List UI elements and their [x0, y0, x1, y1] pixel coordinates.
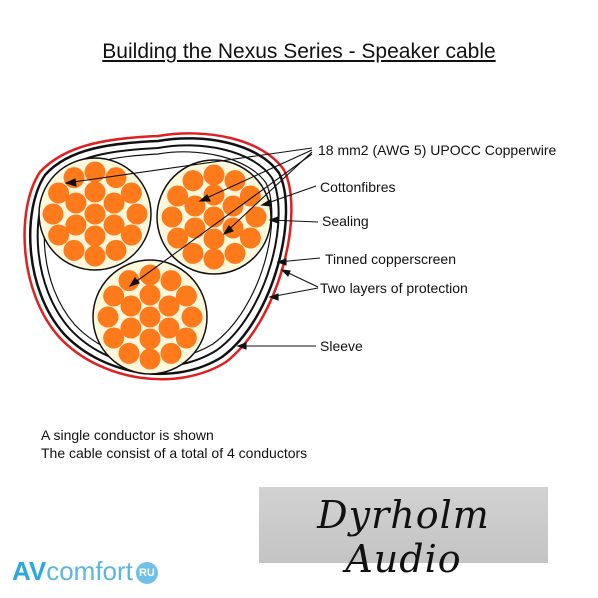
copper-strand	[182, 170, 204, 192]
copper-strand	[84, 203, 106, 225]
copper-strand	[103, 192, 125, 214]
copper-strand	[222, 195, 244, 217]
pointer-copper-2	[199, 149, 313, 202]
copper-strand	[139, 264, 161, 286]
arrowhead-copper-2	[198, 194, 211, 202]
copper-strand	[239, 227, 261, 249]
copper-strand	[105, 167, 127, 189]
copper-strand	[181, 306, 203, 328]
note-single-conductor: A single conductor is shown	[41, 427, 214, 443]
copper-strand	[239, 185, 261, 207]
copper-strand	[120, 317, 142, 339]
arrowhead-copper-1	[64, 178, 77, 187]
label-copperwire: 18 mm2 (AWG 5) UPOCC Copperwire	[318, 142, 557, 158]
arrowhead-screen	[276, 258, 287, 266]
arrowhead-copper-3	[222, 225, 234, 236]
arrowhead-sealing	[268, 216, 279, 224]
copper-strand	[167, 227, 189, 249]
copper-strand	[203, 228, 225, 250]
copper-strand	[103, 214, 125, 236]
pointer-cotton	[261, 185, 317, 206]
copper-strand	[97, 306, 119, 328]
copper-strand	[203, 248, 225, 270]
copper-strand	[167, 185, 189, 207]
copper-strand	[161, 206, 183, 228]
copper-strand	[184, 217, 206, 239]
arrowhead-protection-2	[268, 293, 279, 301]
copper-strand	[84, 245, 106, 267]
copper-strand	[175, 327, 197, 349]
copper-strand	[103, 285, 125, 307]
note-total-conductors: The cable consist of a total of 4 conduc…	[41, 445, 308, 461]
watermark-comfort: comfort	[46, 556, 133, 586]
copper-strand	[103, 327, 125, 349]
copper-strand	[118, 342, 140, 364]
diagram-title: Building the Nexus Series - Speaker cabl…	[102, 40, 496, 63]
copper-strand	[120, 295, 142, 317]
watermark-ru: RU	[135, 562, 158, 584]
copper-strand	[203, 164, 225, 186]
copper-strand	[158, 317, 180, 339]
copper-strand	[158, 295, 180, 317]
copper-strand	[245, 206, 267, 228]
pointer-copper-1	[65, 147, 313, 184]
arrowhead-protection-1	[280, 269, 291, 277]
copper-strand	[63, 239, 85, 261]
copper-strand	[65, 214, 87, 236]
copper-strand	[203, 206, 225, 228]
brand-name: Dyrholm Audio	[317, 493, 490, 581]
copper-strand	[126, 203, 148, 225]
copper-strand	[139, 328, 161, 350]
copper-strand	[120, 182, 142, 204]
copper-strand	[84, 225, 106, 247]
arrowhead-sleeve	[236, 342, 247, 350]
label-sleeve: Sleeve	[320, 338, 363, 354]
arrowhead-cotton	[260, 199, 272, 207]
watermark-av: AV	[12, 556, 47, 586]
copper-strand	[84, 181, 106, 203]
copper-strand	[224, 242, 246, 264]
pointer-copper-4	[129, 153, 313, 287]
label-screen: Tinned copperscreen	[325, 251, 456, 267]
brand-logo: Dyrholm Audio	[259, 487, 548, 581]
copper-strand	[139, 306, 161, 328]
label-protection: Two layers of protection	[320, 280, 468, 296]
copper-strand	[175, 285, 197, 307]
copper-strand	[182, 242, 204, 264]
label-cottonfibres: Cottonfibres	[320, 179, 395, 195]
copper-strand	[120, 224, 142, 246]
copper-strand	[224, 170, 246, 192]
copper-strand	[48, 224, 70, 246]
copper-strand	[160, 270, 182, 292]
copper-strand	[118, 270, 140, 292]
copper-strand	[48, 182, 70, 204]
copper-strand	[139, 284, 161, 306]
arrowhead-copper-4	[128, 277, 140, 288]
copper-strand	[105, 239, 127, 261]
copper-strand	[42, 203, 64, 225]
pointer-copper-3	[223, 151, 313, 235]
copper-strand	[65, 192, 87, 214]
copper-strand	[84, 161, 106, 183]
conductor-group	[38, 157, 272, 375]
copper-strand	[139, 348, 161, 370]
label-sealing: Sealing	[322, 213, 369, 229]
copper-strand	[160, 342, 182, 364]
